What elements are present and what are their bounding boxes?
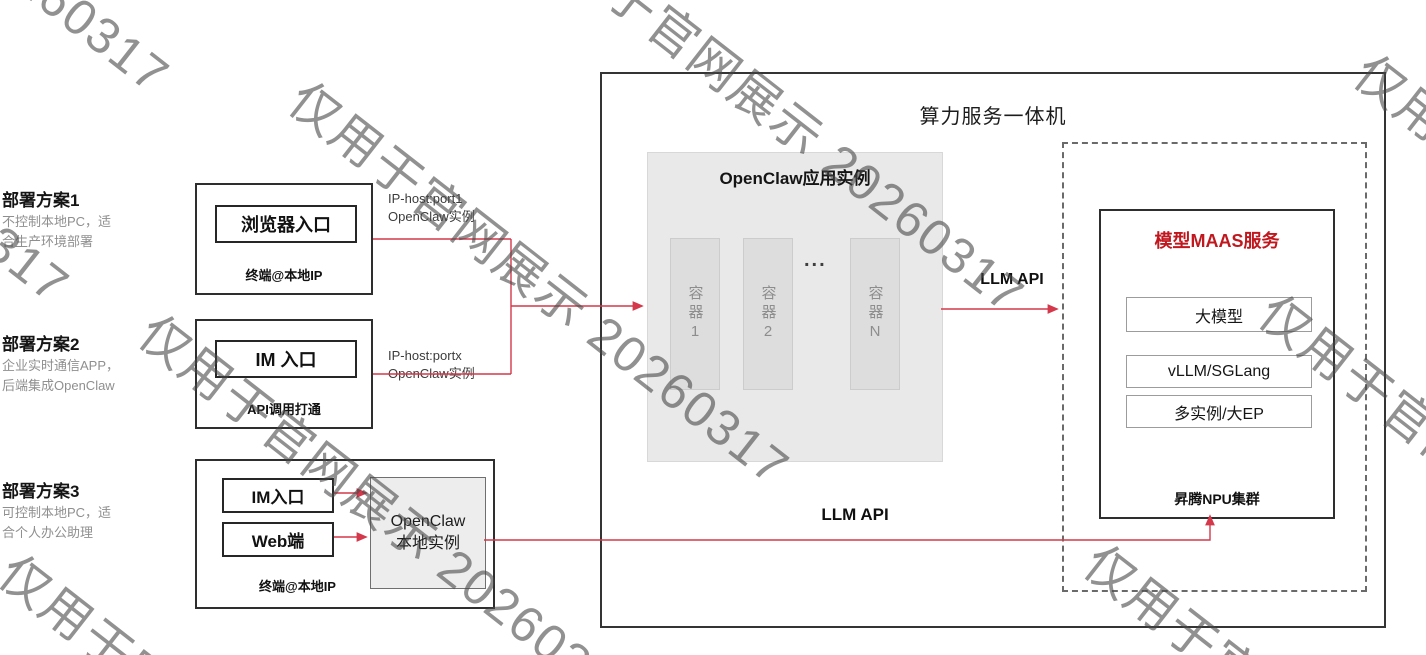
plan2-entry-im: IM 入口 [215, 340, 357, 378]
plan2-box: IM 入口 API调用打通 [195, 319, 373, 429]
container-2-label: 容器2 [759, 284, 777, 344]
npu-dashed-zone: 模型MAAS服务 大模型 vLLM/SGLang 多实例/大EP 昇腾NPU集群 [1062, 142, 1367, 592]
plan3-footer: 终端@本地IP [259, 579, 336, 594]
app-instances-title: OpenClaw应用实例 [719, 169, 871, 188]
maas-item-multi-instance: 多实例/大EP [1126, 395, 1312, 428]
plan2-title: 部署方案2 [2, 335, 80, 354]
plan3-title: 部署方案3 [2, 482, 80, 501]
maas-item-large-model: 大模型 [1126, 297, 1312, 332]
container-ellipsis: ... [804, 249, 827, 271]
maas-title: 模型MAAS服务 [1154, 231, 1280, 251]
plan1-entry-browser: 浏览器入口 [215, 205, 357, 243]
plan1-box: 浏览器入口 终端@本地IP [195, 183, 373, 295]
watermark-text: 仅用于官网展示 20260317 [0, 0, 80, 315]
container-1-label: 容器1 [686, 284, 704, 344]
plan1-footer: 终端@本地IP [245, 268, 323, 283]
llm-api-top-label: LLM API [980, 271, 1044, 288]
plan3-desc: 可控制本地PC，适 合个人办公助理 [2, 505, 112, 540]
plan2-desc: 企业实时通信APP， 后端集成OpenClaw [2, 358, 120, 393]
openclaw-app-instances-box: OpenClaw应用实例 容器1 容器2 ... 容器N [647, 152, 943, 462]
plan3-entry-web: Web端 [222, 522, 334, 557]
plan3-openclaw-local-instance: OpenClaw 本地实例 [370, 477, 486, 589]
plan2-connection-label: IP-host:portx OpenClaw实例 [388, 348, 475, 381]
plan1-connection-label: IP-host:port1 OpenClaw实例 [388, 191, 475, 224]
plan2-footer: API调用打通 [247, 402, 321, 417]
plan3-box: IM入口 Web端 OpenClaw 本地实例 终端@本地IP [195, 459, 495, 609]
server-title: 算力服务一体机 [919, 106, 1067, 128]
watermark-text: 仅用于官网展示 20260317 [0, 0, 187, 107]
plan1-title: 部署方案1 [2, 191, 80, 210]
llm-api-bottom-label: LLM API [821, 505, 889, 524]
container-n: 容器N [850, 238, 900, 390]
plan1-desc: 不控制本地PC，适 合生产环境部署 [2, 214, 112, 249]
container-2: 容器2 [743, 238, 793, 390]
plan3-entry-im: IM入口 [222, 478, 334, 513]
maas-item-vllm-sglang: vLLM/SGLang [1126, 355, 1312, 388]
compute-server-box: 算力服务一体机 OpenClaw应用实例 容器1 容器2 ... 容器N LLM… [600, 72, 1386, 628]
maas-footer-npu-cluster: 昇腾NPU集群 [1174, 491, 1260, 507]
container-n-label: 容器N [866, 284, 884, 344]
container-1: 容器1 [670, 238, 720, 390]
maas-service-box: 模型MAAS服务 大模型 vLLM/SGLang 多实例/大EP 昇腾NPU集群 [1099, 209, 1335, 519]
